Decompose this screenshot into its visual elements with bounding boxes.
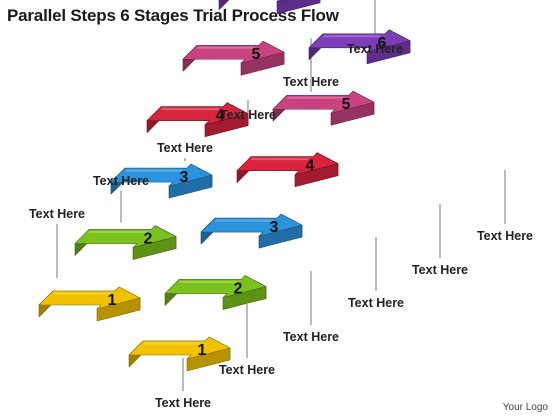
lower-step-4-label: Text Here	[348, 296, 404, 310]
lower-arrow-1-highlight	[142, 342, 202, 345]
lower-arrow-1: 1	[128, 336, 231, 372]
upper-step-3-label: Text Here	[157, 141, 213, 155]
upper-arrow-2-highlight	[88, 231, 148, 234]
upper-arrow-3: 3	[110, 163, 213, 199]
lower-step-1-label: Text Here	[155, 396, 211, 410]
lower-arrow-5-highlight	[286, 96, 346, 99]
upper-arrow-1-highlight	[52, 292, 112, 295]
upper-arrow-5-highlight	[196, 46, 256, 49]
lower-arrow-6: 6	[308, 29, 411, 65]
lower-arrow-2: 2	[164, 275, 267, 310]
upper-arrow-1: 1	[38, 286, 141, 322]
lower-arrow-6-highlight	[322, 35, 382, 38]
lower-step-2-label: Text Here	[219, 363, 275, 377]
lower-arrow-5: 5	[272, 90, 375, 126]
leader-lines	[56, 0, 506, 391]
lower-arrow-5-number: 5	[342, 96, 351, 113]
upper-arrow-6-number: 6	[288, 0, 297, 2]
lower-arrow-3: 3	[200, 213, 303, 249]
lower-arrow-2-highlight	[178, 281, 238, 284]
lower-arrow-6-number: 6	[378, 35, 387, 52]
upper-arrow-5: 5	[182, 40, 285, 76]
upper-arrow-4-number: 4	[216, 108, 225, 125]
upper-step-5-label: Text Here	[283, 75, 339, 89]
upper-step-2-label: Text Here	[93, 174, 149, 188]
lower-arrow-3-highlight	[214, 219, 274, 222]
lower-arrow-3-number: 3	[270, 219, 279, 236]
upper-arrow-4: 4	[146, 102, 249, 137]
upper-arrow-2: 2	[74, 225, 177, 260]
upper-arrow-2-number: 2	[144, 231, 153, 248]
upper-arrow-6-side	[218, 0, 230, 11]
logo-placeholder: Your Logo	[502, 402, 548, 413]
upper-arrow-3-highlight	[124, 169, 184, 172]
lower-step-3-label: Text Here	[283, 330, 339, 344]
upper-step-4-label: Text Here	[220, 108, 276, 122]
upper-step-6-label: Text Here	[347, 42, 403, 56]
lower-arrow-4: 4	[236, 152, 339, 187]
lower-arrow-1-number: 1	[198, 342, 207, 359]
upper-step-1-label: Text Here	[29, 207, 85, 221]
upper-arrow-4-highlight	[160, 108, 220, 111]
upper-arrow-1-number: 1	[108, 292, 117, 309]
upper-arrow-5-number: 5	[252, 46, 261, 63]
lower-step-6-label: Text Here	[477, 229, 533, 243]
page-title: Parallel Steps 6 Stages Trial Process Fl…	[7, 6, 339, 25]
lower-step-5-label: Text Here	[412, 263, 468, 277]
lower-arrow-4-highlight	[250, 158, 310, 161]
upper-arrow-6-top	[276, 0, 286, 3]
upper-arrow-6: 6	[218, 0, 321, 15]
lower-arrow-2-number: 2	[234, 281, 243, 298]
lower-arrow-flow: 1 2 3 4 5 6	[128, 29, 411, 372]
upper-arrow-flow: 1 2 3 4 5 6	[38, 0, 321, 322]
lower-arrow-4-number: 4	[306, 158, 315, 175]
upper-arrow-3-number: 3	[180, 169, 189, 186]
upper-arrow-6-side	[276, 0, 321, 15]
